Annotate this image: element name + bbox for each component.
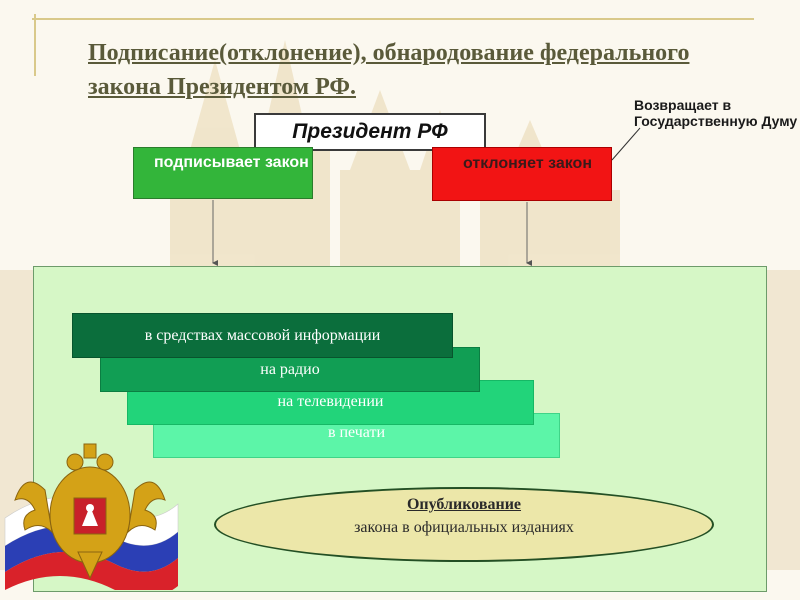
decorative-frame-top xyxy=(32,18,754,20)
decorative-frame-left xyxy=(34,14,36,76)
channel-radio-label: на радио xyxy=(260,361,320,378)
rejects-law-box: отклоняет закон xyxy=(432,147,612,201)
channel-print-label: в печати xyxy=(327,424,386,441)
signs-law-box: подписывает закон xyxy=(133,147,313,199)
rejects-law-label: отклоняет закон xyxy=(463,155,592,172)
publication-ellipse: Опубликование закона в официальных издан… xyxy=(214,487,714,562)
channel-mass-media: в средствах массовой информации xyxy=(72,313,453,358)
russian-emblem-icon xyxy=(4,443,179,590)
channel-mass-media-label: в средствах массовой информации xyxy=(144,327,381,344)
slide-title: Подписание(отклонение), обнародование фе… xyxy=(88,40,690,100)
signs-law-label: подписывает закон xyxy=(154,154,309,171)
president-box: Президент РФ xyxy=(254,113,486,151)
returns-to-duma-note: Возвращает в Государственную Думу xyxy=(634,97,798,129)
publication-heading: Опубликование xyxy=(406,496,522,513)
channel-tv-label: на телевидении xyxy=(277,393,384,410)
publication-subtext: закона в официальных изданиях xyxy=(354,519,574,536)
